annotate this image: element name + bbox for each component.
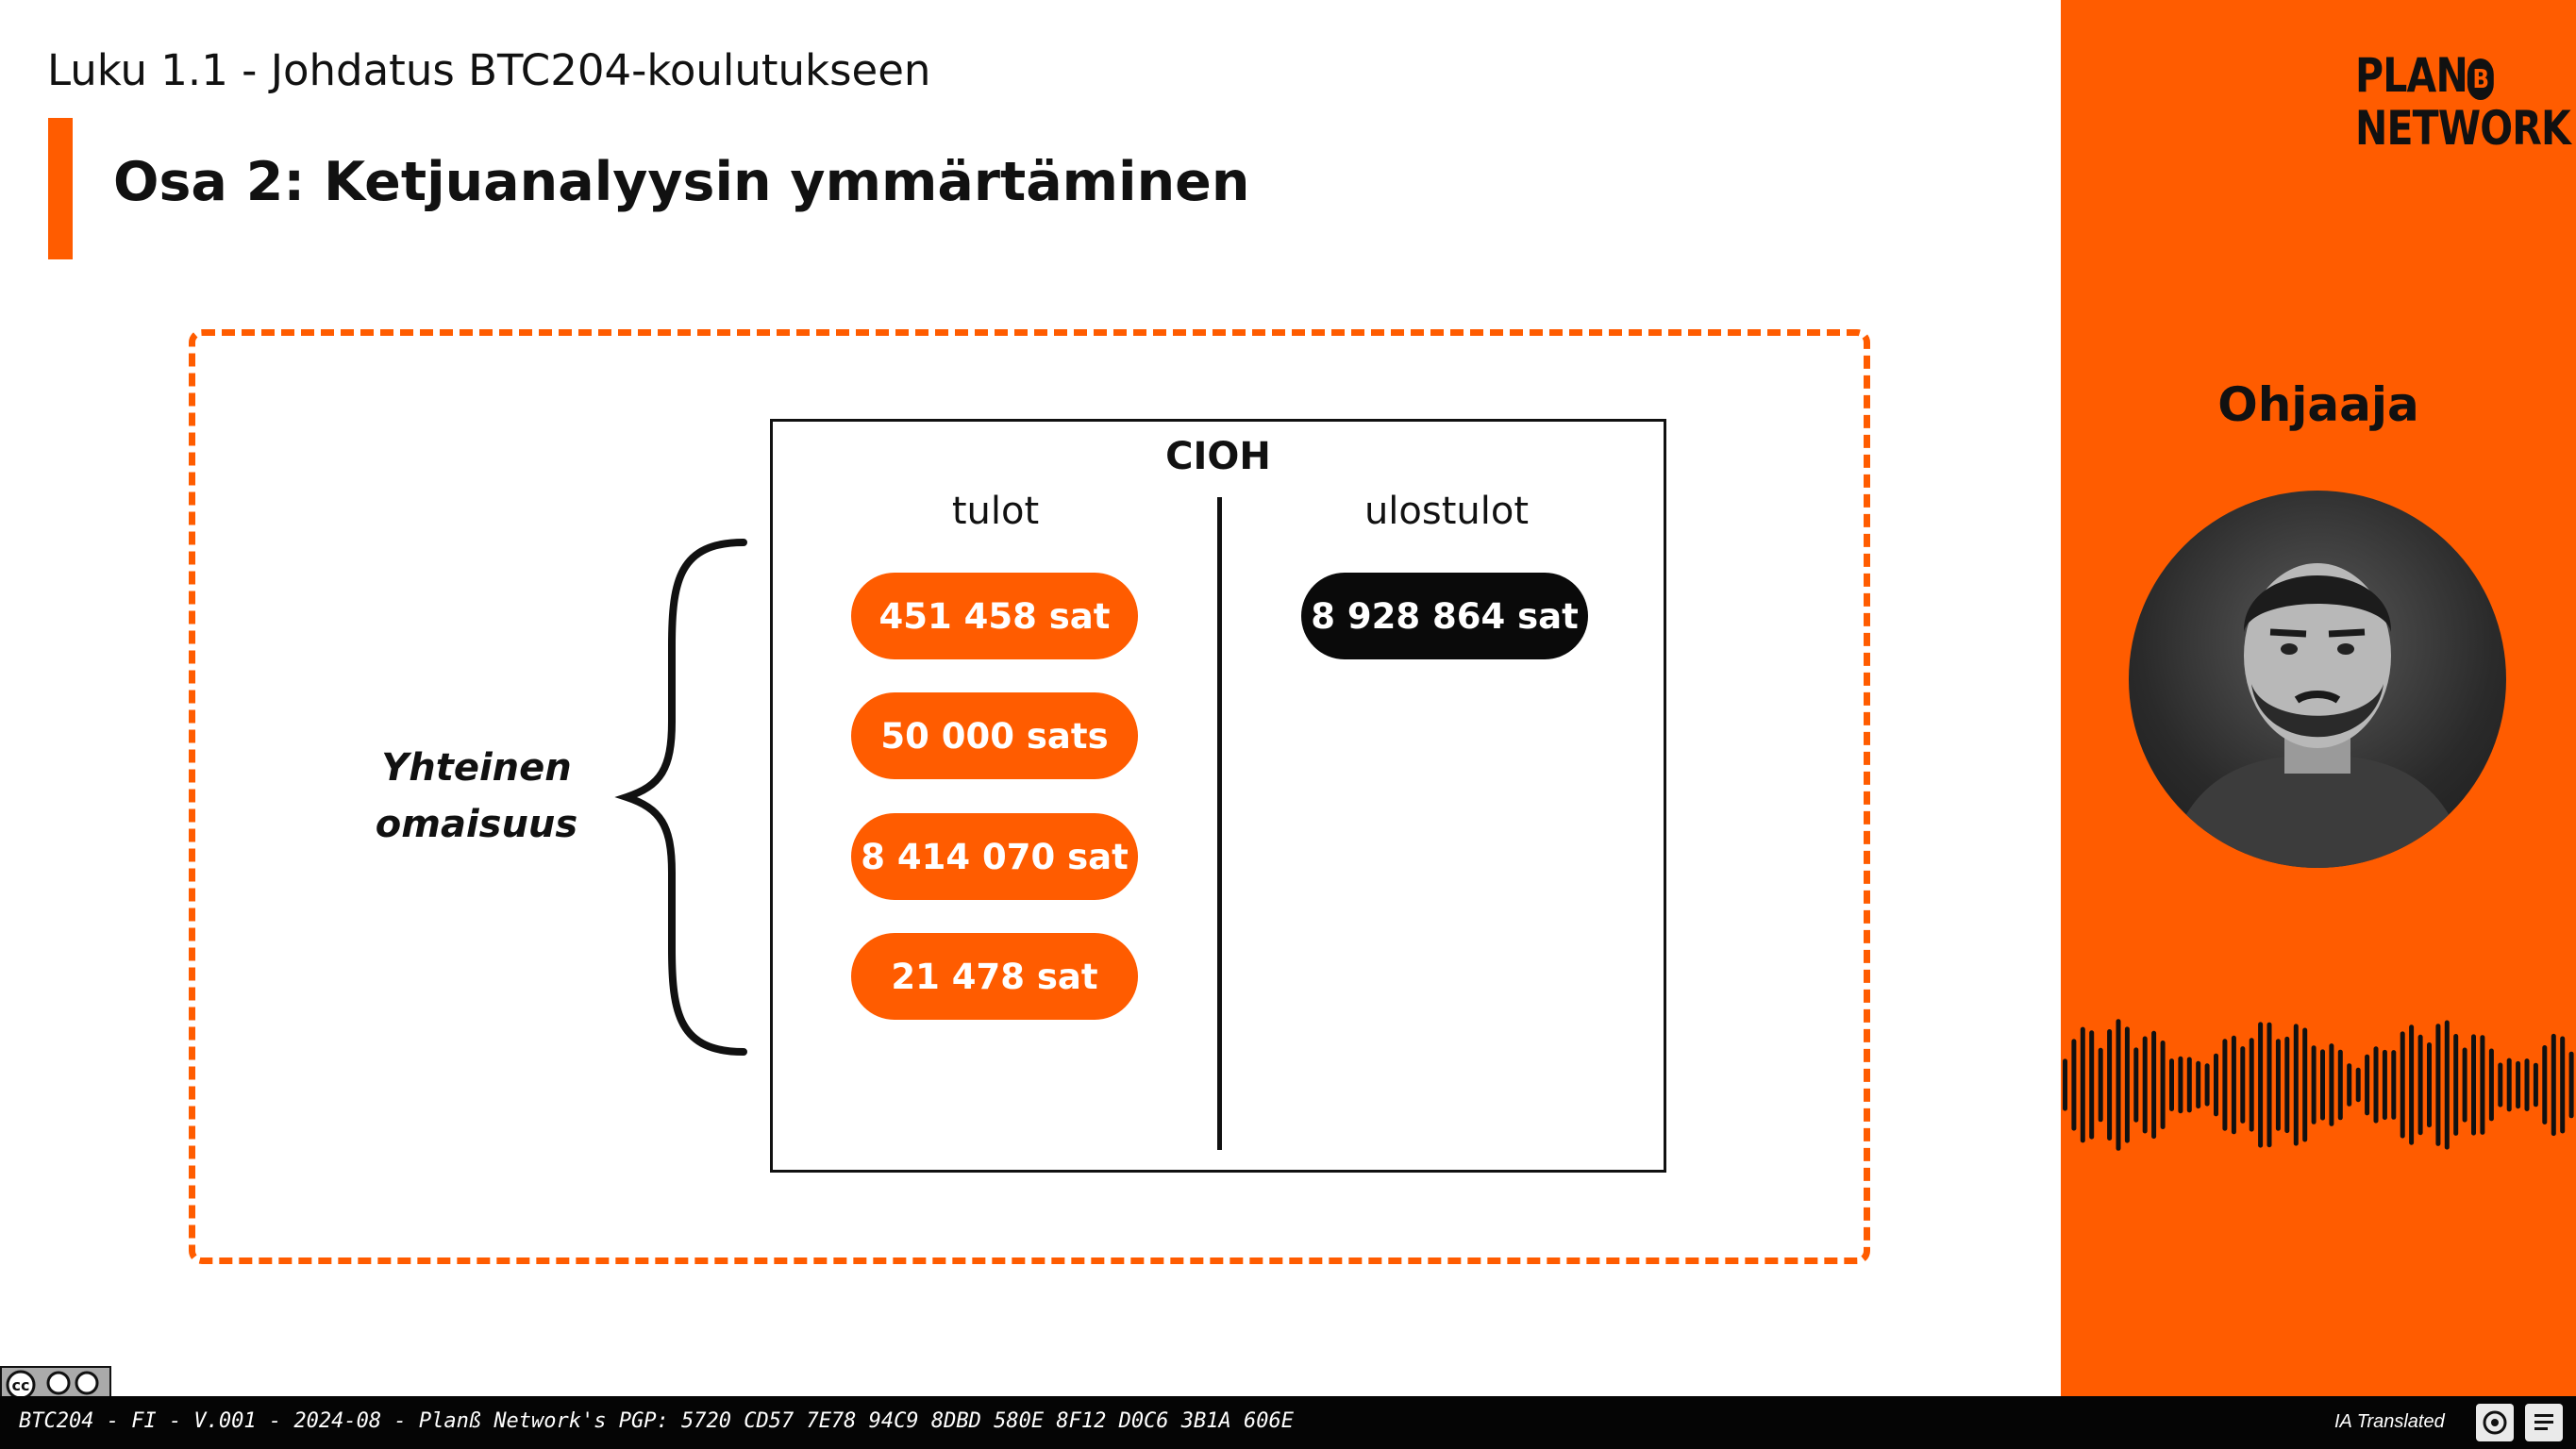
translator-logo-icon bbox=[2525, 1404, 2563, 1441]
waveform-bar bbox=[2320, 1049, 2325, 1121]
waveform-bar bbox=[2311, 1045, 2317, 1124]
waveform-bar bbox=[2337, 1049, 2343, 1121]
waveform-bar bbox=[2568, 1051, 2574, 1119]
logo-word-network: NETWORK bbox=[2355, 101, 2571, 156]
waveform-bar bbox=[2462, 1047, 2467, 1123]
waveform-bar bbox=[2284, 1036, 2290, 1134]
waveform-bar bbox=[2471, 1034, 2476, 1136]
waveform-bar bbox=[2160, 1041, 2166, 1129]
waveform-bar bbox=[2400, 1031, 2405, 1139]
curly-brace-icon bbox=[614, 539, 747, 1056]
shared-ownership-line1: Yhteinen bbox=[381, 746, 572, 790]
waveform-bar bbox=[2196, 1060, 2201, 1109]
section-title: Osa 2: Ketjuanalyysin ymmärtäminen bbox=[113, 151, 1250, 213]
waveform-bar bbox=[2116, 1019, 2121, 1151]
instructor-avatar bbox=[2129, 491, 2506, 868]
waveform-bar bbox=[2293, 1024, 2299, 1146]
waveform-bar bbox=[2080, 1026, 2085, 1143]
section-accent-bar bbox=[48, 118, 73, 259]
input-pill: 50 000 sats bbox=[851, 692, 1138, 779]
waveform-bar bbox=[2107, 1029, 2113, 1141]
waveform-bar bbox=[2240, 1046, 2246, 1124]
waveform-bar bbox=[2124, 1026, 2130, 1143]
waveform-bar bbox=[2089, 1030, 2095, 1140]
waveform-bar bbox=[2506, 1058, 2512, 1112]
waveform-bar bbox=[2275, 1039, 2281, 1131]
instructor-label: Ohjaaja bbox=[2217, 377, 2419, 432]
waveform-bar bbox=[2258, 1022, 2264, 1148]
waveform-bar bbox=[2542, 1045, 2548, 1124]
waveform-bar bbox=[2133, 1047, 2139, 1123]
waveform-bar bbox=[2498, 1062, 2503, 1108]
ai-logo-icon bbox=[2476, 1404, 2514, 1441]
waveform-bar bbox=[2365, 1054, 2370, 1116]
cc-by-sa-icon: cc bbox=[6, 1370, 99, 1400]
waveform-bar bbox=[2186, 1057, 2192, 1113]
waveform-bar bbox=[2347, 1063, 2352, 1107]
waveform-bar bbox=[2151, 1030, 2157, 1140]
waveform-bar bbox=[2435, 1024, 2441, 1146]
cioh-box: CIOH tulot ulostulot 451 458 sat 50 000 … bbox=[770, 419, 1666, 1173]
shared-ownership-label: Yhteinen omaisuus bbox=[335, 740, 618, 853]
instructor-portrait-icon bbox=[2166, 563, 2468, 868]
input-pill: 451 458 sat bbox=[851, 573, 1138, 659]
waveform-bar bbox=[2249, 1038, 2254, 1132]
waveform-bar bbox=[2417, 1034, 2423, 1136]
input-pill: 8 414 070 sat bbox=[851, 813, 1138, 900]
waveform-bar bbox=[2204, 1063, 2210, 1107]
waveform-bar bbox=[2409, 1024, 2415, 1145]
waveform-bar bbox=[2142, 1036, 2148, 1134]
waveform-bar bbox=[2071, 1039, 2077, 1131]
dashed-frame bbox=[189, 329, 1870, 1264]
ia-translated-label: IA Translated bbox=[2334, 1411, 2445, 1432]
inputs-heading: tulot bbox=[951, 490, 1040, 533]
logo-word-plan: PLAN bbox=[2355, 48, 2468, 103]
footer-bar: BTC204 - FI - V.001 - 2024-08 - Planß Ne… bbox=[0, 1396, 2576, 1449]
waveform-bar bbox=[2355, 1067, 2361, 1103]
waveform-bar bbox=[2533, 1062, 2538, 1108]
svg-text:cc: cc bbox=[12, 1376, 30, 1394]
waveform-bar bbox=[2524, 1058, 2530, 1111]
waveform-bar bbox=[2391, 1050, 2397, 1120]
outputs-heading: ulostulot bbox=[1363, 490, 1530, 533]
waveform-bar bbox=[2453, 1034, 2459, 1136]
column-divider bbox=[1217, 497, 1222, 1150]
waveform-bar bbox=[2302, 1027, 2308, 1142]
bitcoin-b-icon: B bbox=[2467, 58, 2494, 100]
waveform-bar bbox=[2382, 1049, 2387, 1121]
waveform-bar bbox=[2480, 1035, 2485, 1135]
waveform-bar bbox=[2560, 1036, 2566, 1134]
waveform-bar bbox=[2063, 1058, 2067, 1111]
chapter-heading: Luku 1.1 - Johdatus BTC204-koulutukseen bbox=[47, 45, 931, 95]
waveform-bar bbox=[2444, 1020, 2450, 1150]
waveform-bar bbox=[2516, 1060, 2521, 1109]
waveform-bar bbox=[2427, 1042, 2432, 1128]
waveform-bar bbox=[2231, 1035, 2236, 1135]
shared-ownership-line2: omaisuus bbox=[375, 803, 578, 846]
waveform-bar bbox=[2169, 1058, 2174, 1111]
waveform-bar bbox=[2214, 1053, 2218, 1117]
input-pill: 21 478 sat bbox=[851, 933, 1138, 1020]
waveform-bar bbox=[2373, 1046, 2379, 1124]
audio-waveform-icon bbox=[2063, 1019, 2574, 1151]
waveform-bar bbox=[2488, 1048, 2494, 1122]
waveform-bar bbox=[2551, 1033, 2556, 1137]
cioh-title: CIOH bbox=[1165, 435, 1271, 478]
footer-info: BTC204 - FI - V.001 - 2024-08 - Planß Ne… bbox=[19, 1409, 1295, 1433]
waveform-bar bbox=[2178, 1056, 2183, 1114]
output-pill: 8 928 864 sat bbox=[1301, 573, 1588, 659]
waveform-bar bbox=[2222, 1039, 2228, 1131]
waveform-bar bbox=[2267, 1022, 2272, 1148]
waveform-bar bbox=[2098, 1047, 2103, 1123]
waveform-bar bbox=[2329, 1043, 2334, 1126]
